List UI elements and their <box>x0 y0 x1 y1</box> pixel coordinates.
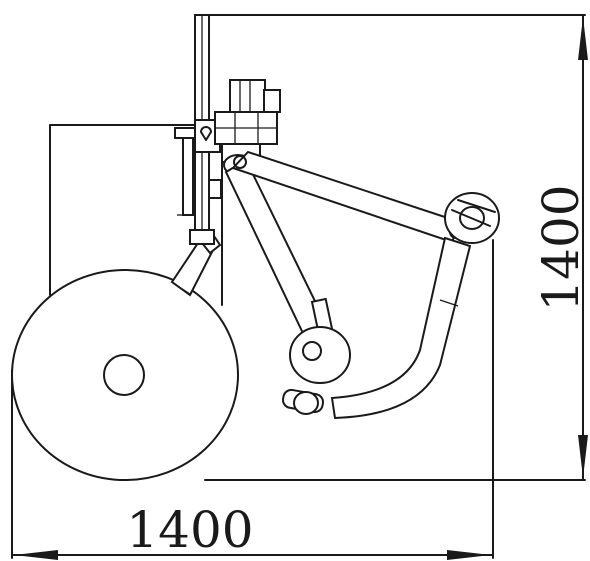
vertical-dimension-label: 1400 <box>532 184 590 311</box>
horizontal-dimension-label: 1400 <box>126 501 253 559</box>
pivot-head <box>444 192 500 244</box>
roll-core <box>103 354 145 396</box>
end-roller <box>282 388 324 415</box>
material-roll <box>11 269 239 481</box>
horizontal-dimension: 1400 <box>11 239 494 560</box>
curved-arm <box>330 236 472 420</box>
vertical-dimension: 1400 <box>532 14 590 481</box>
